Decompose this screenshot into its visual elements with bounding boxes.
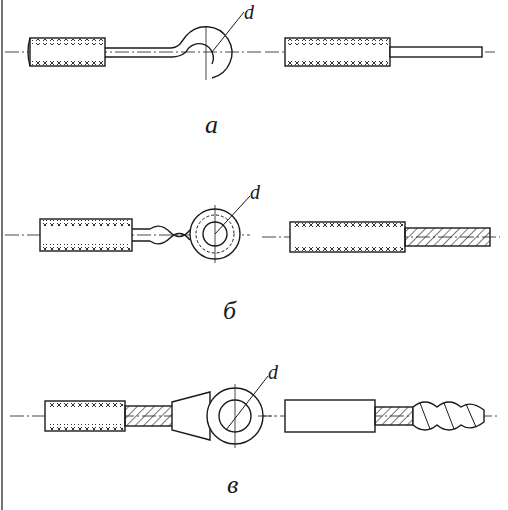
dimension-label: d (244, 2, 254, 22)
variant-letter: б (223, 298, 236, 324)
variant-letter: а (205, 112, 218, 138)
variant-letter: в (227, 472, 238, 498)
dimension-label: d (250, 182, 260, 202)
dimension-label: d (268, 362, 278, 382)
